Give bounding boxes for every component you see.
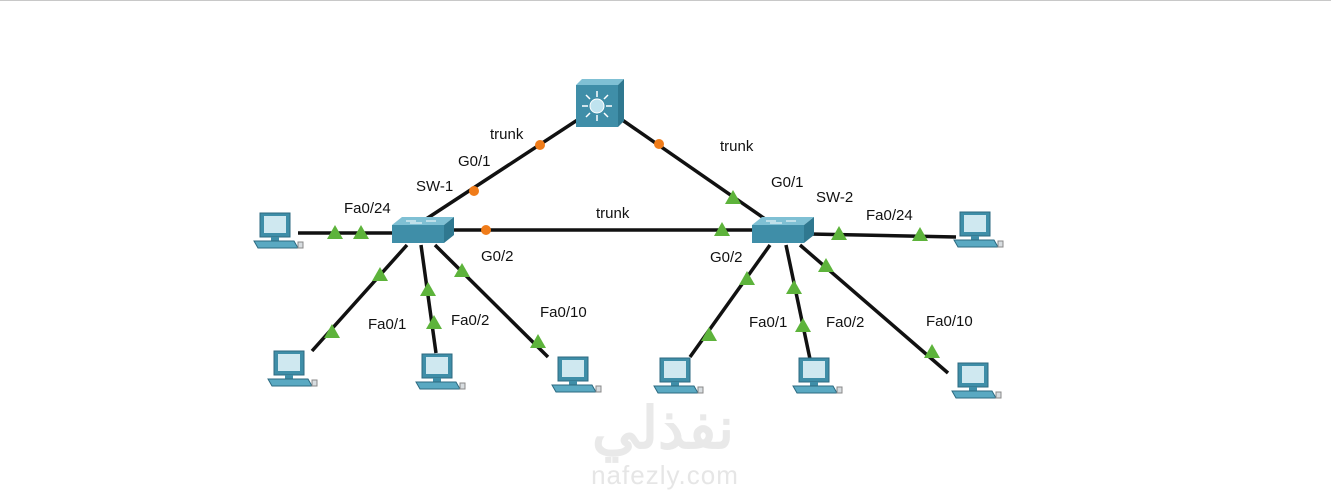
port-label-sw1-fa024: Fa0/24 <box>344 200 391 217</box>
port-dot <box>654 139 664 149</box>
port-up-triangle <box>420 282 436 296</box>
device-label-sw1: SW-1 <box>416 178 453 195</box>
pc-sw2-fa0-10[interactable] <box>951 362 1002 399</box>
port-label-sw2-fa010: Fa0/10 <box>926 313 973 330</box>
link-sw2-pc10[interactable] <box>798 243 950 375</box>
switch-sw1[interactable] <box>391 216 455 244</box>
port-up-triangle <box>327 225 343 239</box>
link-label-sw1-sw2: trunk <box>596 205 630 222</box>
link-label-core-sw2: trunk <box>720 138 754 155</box>
links <box>298 115 957 375</box>
port-up-triangle <box>739 271 755 285</box>
link-sw1-pc2[interactable] <box>419 244 438 354</box>
pc-sw2-fa0-1[interactable] <box>653 357 704 394</box>
port-label-sw2-fa024: Fa0/24 <box>866 207 913 224</box>
port-label-sw2-fa02: Fa0/2 <box>826 314 864 331</box>
port-up-triangle <box>701 327 717 341</box>
port-up-triangle <box>353 225 369 239</box>
port-label-sw2-g01: G0/1 <box>771 174 804 191</box>
link-core-sw2[interactable] <box>617 115 769 223</box>
port-up-triangle <box>912 227 928 241</box>
port-up-triangle <box>372 267 388 281</box>
pc-sw2-fa0-24[interactable] <box>953 211 1004 248</box>
link-sw2-pc2[interactable] <box>784 244 812 360</box>
pc-sw2-fa0-2[interactable] <box>792 357 843 394</box>
pc-sw1-fa0-1[interactable] <box>267 350 318 387</box>
pc-sw1-fa0-10[interactable] <box>551 356 602 393</box>
multilayer-switch[interactable] <box>576 79 624 127</box>
port-label-sw1-g02: G0/2 <box>481 248 514 265</box>
port-label-sw1-fa010: Fa0/10 <box>540 304 587 321</box>
port-up-triangle <box>454 263 470 277</box>
port-up-triangle <box>795 318 811 332</box>
port-dot <box>535 140 545 150</box>
port-up-triangle <box>426 315 442 329</box>
port-label-sw2-fa01: Fa0/1 <box>749 314 787 331</box>
port-up-triangle <box>924 344 940 358</box>
port-up-triangle <box>831 226 847 240</box>
switch-sw2[interactable] <box>751 216 815 244</box>
watermark-arabic: نفذلي <box>592 396 734 463</box>
port-up-triangle <box>714 222 730 236</box>
port-up-triangle <box>818 258 834 272</box>
port-up-triangle <box>725 190 741 204</box>
port-up-triangle <box>786 280 802 294</box>
port-label-sw1-fa01: Fa0/1 <box>368 316 406 333</box>
port-up-triangle <box>324 324 340 338</box>
port-label-sw1-g01: G0/1 <box>458 153 491 170</box>
blocking-port-markers <box>469 139 664 235</box>
port-up-triangle <box>530 334 546 348</box>
port-dot <box>481 225 491 235</box>
link-label-core-sw1: trunk <box>490 126 524 143</box>
pc-sw1-fa0-24[interactable] <box>253 212 304 249</box>
port-label-sw1-fa02: Fa0/2 <box>451 312 489 329</box>
link-sw1-pc10[interactable] <box>433 243 550 359</box>
link-sw2-pc24[interactable] <box>809 232 957 239</box>
port-label-sw2-g02: G0/2 <box>710 249 743 266</box>
device-label-sw2: SW-2 <box>816 189 853 206</box>
link-core-sw1[interactable] <box>419 115 583 225</box>
pc-sw1-fa0-2[interactable] <box>415 353 466 390</box>
up-port-markers <box>324 190 940 358</box>
watermark-url: nafezly.com <box>591 460 739 490</box>
port-dot <box>469 186 479 196</box>
